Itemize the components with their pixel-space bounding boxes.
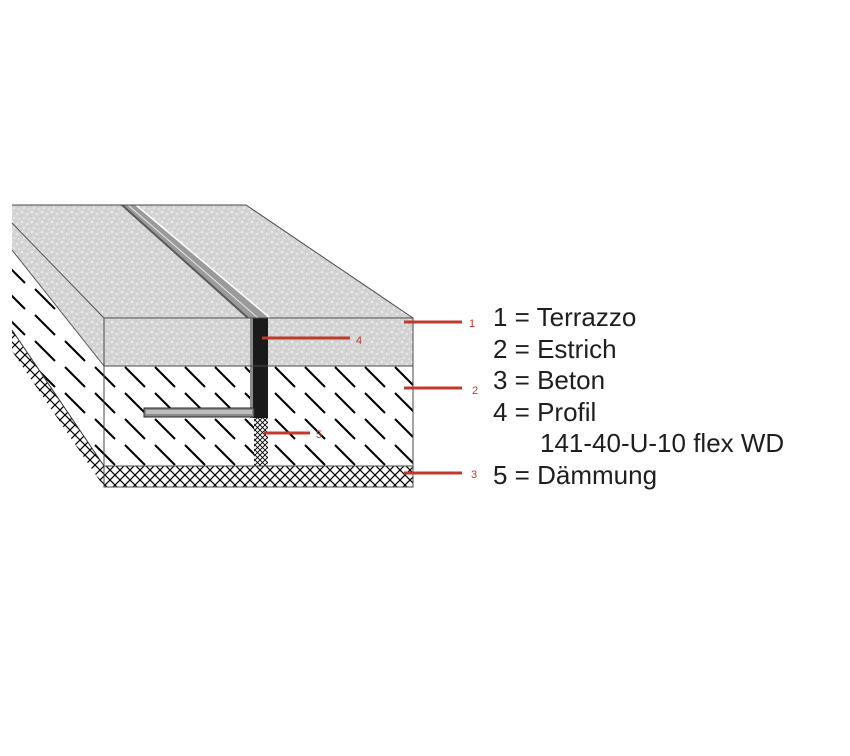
legend-item-estrich: 2 = Estrich — [493, 333, 617, 364]
left-side-insulation — [12, 330, 104, 487]
legend-item-terrazzo: 1 = Terrazzo — [493, 302, 637, 332]
joint-insulation — [254, 418, 268, 466]
profile-joint — [250, 318, 268, 418]
callout-4: 4 — [356, 335, 362, 347]
callout-1: 1 — [469, 318, 475, 330]
left-side-terrazzo — [12, 223, 104, 366]
terrazzo-top-surface — [12, 205, 413, 318]
callout-5: 5 — [316, 429, 322, 441]
callout-2: 2 — [472, 385, 478, 397]
legend-item-profil: 4 = Profil — [493, 396, 597, 427]
legend-item-profil-code: 141-40-U-10 flex WD — [540, 428, 785, 459]
legend: 1 = Terrazzo 2 = Estrich 3 = Beton 4 = P… — [493, 302, 784, 492]
insulation-layer — [104, 466, 413, 487]
legend-item-beton: 3 = Beton — [493, 365, 606, 396]
profile-groove-top — [122, 205, 270, 318]
callout-3: 3 — [471, 469, 477, 481]
left-side-estrich — [12, 250, 104, 466]
legend-item-daemmung: 5 = Dämmung — [493, 459, 658, 490]
